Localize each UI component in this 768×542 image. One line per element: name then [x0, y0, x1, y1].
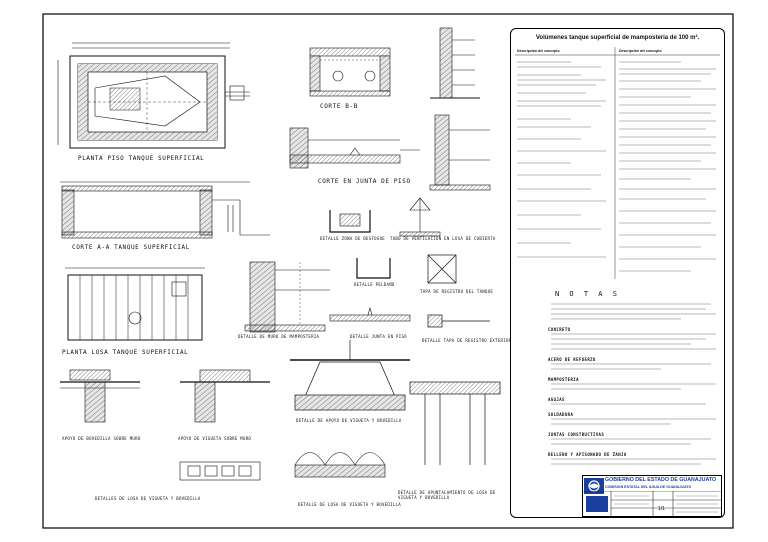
detalle-losa-vb-drawing: [179, 461, 261, 481]
label-detalle-acabado: DETALLE DE APUNTALAMIENTO DE LOSA DE VIG…: [398, 490, 496, 500]
corte-bb-drawing: [309, 47, 391, 97]
apoyo-bovedilla-drawing: [60, 369, 140, 423]
title-block-government: GOBIERNO DEL ESTADO DE GUANAJUATO: [605, 477, 717, 483]
detalle-desfogue-drawing: [329, 197, 441, 237]
section-mamposteria: MAMPOSTERIA: [548, 377, 579, 382]
volumes-panel: Volúmenes tanque superficial de mamposte…: [510, 28, 725, 518]
panel-text-lines: [515, 47, 720, 465]
detalle-apoyo-drawing: [290, 340, 410, 411]
label-corte-bb: CORTE B-B: [320, 103, 358, 110]
planta-piso-drawing: [57, 42, 250, 149]
title-block-grid: [583, 491, 721, 517]
tapa-registro-drawing: [427, 254, 457, 284]
tapa-exterior-drawing: [427, 314, 490, 328]
apoyo-vigueta-drawing: [180, 369, 270, 423]
label-planta-piso: PLANTA PISO TANQUE SUPERFICIAL: [78, 155, 205, 162]
detalle-muro-lateral-drawing: [429, 114, 491, 191]
section-juntas: JUNTAS CONSTRUCTIVAS: [548, 432, 605, 437]
label-detalle-apoyo: DETALLE DE APOYO DE VIGUETA Y BOVEDILLA: [296, 418, 402, 423]
section-agujas: AGUJAS: [548, 397, 565, 402]
sheet-number: 1/1: [658, 506, 665, 512]
label-planta-losa: PLANTA LOSA TANQUE SUPERFICIAL: [62, 349, 189, 356]
detalle-escalera-drawing: [430, 27, 480, 99]
title-block-commission: COMISION ESTATAL DEL AGUA DE GUANAJUATO: [605, 485, 692, 489]
label-corte-junta: CORTE EN JUNTA DE PISO: [318, 178, 411, 185]
label-corte-aa: CORTE A-A TANQUE SUPERFICIAL: [72, 244, 190, 251]
label-detalle-losa-vb: DETALLES DE LOSA DE VIGUETA Y BOVEDILLA: [95, 496, 201, 501]
detalle-losa-drawing: [294, 452, 386, 478]
section-acero: ACERO DE REFUERZO: [548, 357, 596, 362]
panel-col-left: Descripción del concepto: [517, 49, 560, 53]
sheet-border: [42, 13, 734, 529]
label-detalle-junta-piso: DETALLE JUNTA EN PISO: [350, 334, 407, 339]
detalle-peldano-drawing: [356, 258, 391, 279]
label-apoyo-vigueta: APOYO DE VIGUETA SOBRE MURO: [178, 436, 252, 441]
panel-col-right: Descripción del concepto: [619, 49, 662, 53]
detalle-acabado-drawing: [409, 381, 501, 465]
title-block: GOBIERNO DEL ESTADO DE GUANAJUATO COMISI…: [582, 475, 722, 517]
label-tubo-ventilacion: TUBO DE VENTILACION EN LOSA DE CUBIERTA: [390, 236, 496, 241]
label-apoyo-bovedilla: APOYO DE BOVEDILLA SOBRE MURO: [62, 436, 141, 441]
label-tapa-exterior: DETALLE TAPA DE REGISTRO EXTERIOR: [422, 338, 512, 343]
corte-junta-drawing: [289, 127, 420, 169]
label-detalle-losa: DETALLE DE LOSA DE VIGUETA Y BOVEDILLA: [298, 502, 401, 507]
corte-aa-drawing: [60, 181, 270, 239]
section-concreto: CONCRETO: [548, 327, 571, 332]
panel-title: Volúmenes tanque superficial de mamposte…: [535, 35, 700, 41]
section-relleno: RELLENO Y APISONADO DE ZANJA: [548, 452, 627, 457]
planta-losa-drawing: [65, 267, 205, 341]
label-detalle-muro: DETALLE DE MURO DE MAMPOSTERIA: [238, 334, 320, 339]
notes-title: N O T A S: [555, 290, 620, 298]
section-soldadura: SOLDADURA: [548, 412, 574, 417]
detalle-junta-piso-drawing: [329, 306, 411, 322]
label-detalle-peldano: DETALLE PELDAÑO: [354, 282, 395, 287]
label-tapa-registro: TAPA DE REGISTRO DEL TANQUE: [420, 289, 494, 294]
label-detalle-desfogue: DETALLE ZONA DE DESFOGUE: [320, 236, 385, 241]
detalle-muro-drawing: [244, 261, 330, 333]
